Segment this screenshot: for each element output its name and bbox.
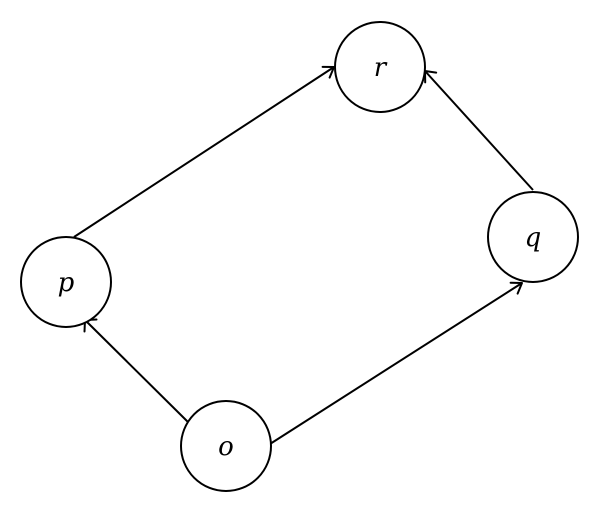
edges-layer <box>73 65 534 445</box>
node-p: p <box>20 236 112 328</box>
node-p-circle <box>20 236 112 328</box>
edge-line-o-q <box>269 282 523 445</box>
node-q-label: q <box>525 223 542 253</box>
edge-q-r <box>424 70 534 191</box>
node-r-label: r <box>374 53 388 83</box>
nodes-layer: r q p o <box>20 21 579 492</box>
node-r: r <box>334 21 426 113</box>
edge-o-q <box>269 281 523 445</box>
node-r-circle <box>334 21 426 113</box>
node-o-label: o <box>218 432 234 462</box>
edge-p-r <box>73 65 335 238</box>
node-q-circle <box>487 191 579 283</box>
node-p-label: p <box>58 268 75 298</box>
node-o: o <box>180 400 272 492</box>
arrow-head-o-q <box>509 281 523 295</box>
edge-line-p-r <box>73 66 335 238</box>
node-o-circle <box>180 400 272 492</box>
edge-line-q-r <box>424 70 534 191</box>
node-q: q <box>487 191 579 283</box>
edge-line-o-p <box>84 319 191 425</box>
edge-o-p <box>83 318 191 425</box>
